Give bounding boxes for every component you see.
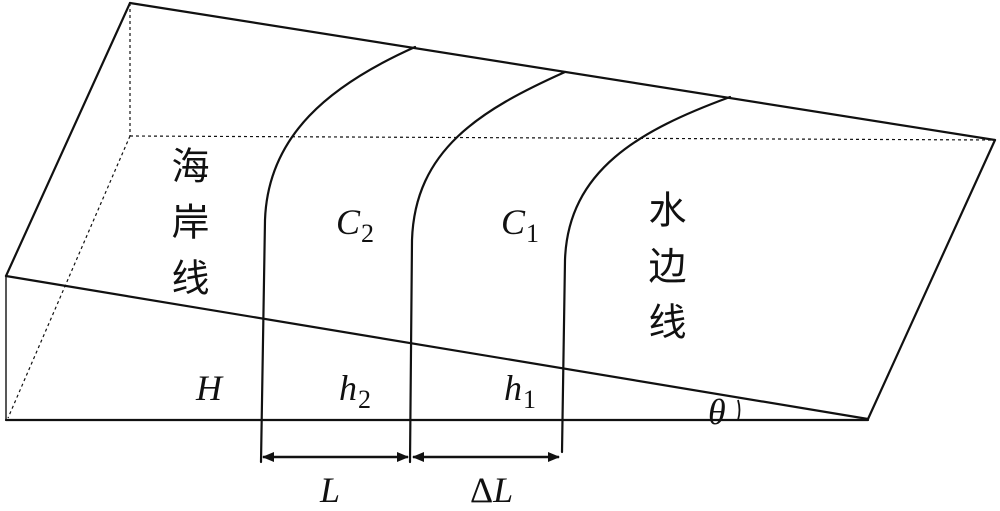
hidden-horizontal-edge xyxy=(129,135,996,141)
h1-subscript: 1 xyxy=(523,385,536,414)
h2-subscript: 2 xyxy=(358,385,371,414)
shoreline-label: 海岸线 xyxy=(165,146,209,314)
delta-symbol: Δ xyxy=(470,470,494,510)
theta-label: θ xyxy=(708,392,726,432)
c2-subscript: 2 xyxy=(361,219,375,248)
slope-angle-arc xyxy=(737,399,741,421)
top-left-edge xyxy=(4,1,132,278)
right-front-edge xyxy=(866,138,997,421)
deltaL-L-symbol: L xyxy=(493,470,514,510)
h1-symbol: h xyxy=(504,368,522,408)
L-label: L xyxy=(320,470,341,510)
waterline-label: 水边线 xyxy=(642,190,686,358)
hidden-diagonal-edge xyxy=(7,135,131,419)
middle-contour-curve xyxy=(408,70,567,464)
c2-symbol: C xyxy=(336,202,361,242)
c1-symbol: C xyxy=(501,202,526,242)
H-label: H xyxy=(196,368,222,408)
top-back-edge xyxy=(128,1,997,142)
c1-subscript: 1 xyxy=(526,219,540,248)
c1-label: C1 xyxy=(501,202,539,247)
shoreline-curve xyxy=(259,45,417,464)
waterline-curve xyxy=(560,95,732,454)
deltaL-label: ΔL xyxy=(470,472,513,508)
h2-label: h2 xyxy=(339,368,371,413)
c2-label: C2 xyxy=(336,202,374,247)
h1-label: h1 xyxy=(504,368,536,413)
h2-symbol: h xyxy=(339,368,357,408)
sloped-surface-edge xyxy=(4,274,870,421)
